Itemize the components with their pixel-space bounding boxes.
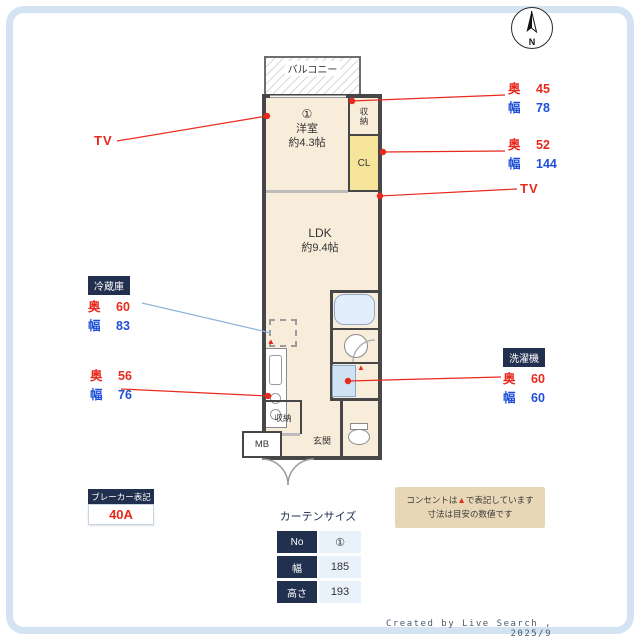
fridge-title: 冷蔵庫: [88, 276, 130, 295]
dim-width-value: 76: [118, 388, 132, 402]
footer-credit: Created by Live Search , 2025/9: [385, 619, 552, 639]
entrance-label: 玄関: [312, 436, 331, 446]
curtain-row-label: 幅: [277, 556, 317, 578]
notes-line-1: コンセントは▲で表記しています: [401, 493, 539, 507]
dim-depth-value: 60: [116, 300, 130, 314]
dim-width-label: 幅: [508, 157, 521, 171]
dim-depth-label: 奥: [90, 369, 103, 383]
stove-burner: [270, 409, 281, 420]
dim-depth-value: 60: [531, 372, 545, 386]
toilet-wall: [340, 400, 343, 456]
balcony-label: バルコニー: [284, 61, 341, 76]
room-number-badge: ①: [301, 107, 313, 121]
mb-label: MB: [254, 439, 270, 450]
closet-top-label: 収納: [359, 106, 369, 126]
notes-line1-post: で表記しています: [465, 495, 534, 505]
vanity-sink: [344, 334, 368, 358]
mb-box: MB: [242, 431, 282, 458]
washer-title: 洗濯機: [503, 348, 545, 367]
ldk-size: 約9.4帖: [301, 242, 339, 254]
notes-line1-pre: コンセントは: [406, 495, 458, 505]
bathroom-wall: [332, 328, 378, 330]
sliding-door: [266, 190, 348, 193]
outlet-marker-icon: ▲: [457, 495, 466, 505]
bathroom-wall: [330, 290, 333, 400]
curtain-row: 高さ 193: [277, 581, 361, 603]
tv-annotation-right: TV: [520, 181, 539, 196]
closet-cl: CL: [348, 136, 378, 192]
curtain-row-value: ①: [319, 531, 361, 553]
curtain-table: No ① 幅 185 高さ 193: [277, 531, 361, 606]
dim-depth-label: 奥: [508, 138, 521, 152]
curtain-row-value: 193: [319, 581, 361, 603]
curtain-size-title: カーテンサイズ: [279, 511, 357, 523]
curtain-row: 幅 185: [277, 556, 361, 578]
dim-depth-value: 56: [118, 369, 132, 383]
western-room-name: 洋室: [296, 123, 318, 135]
compass: N: [511, 7, 553, 49]
toilet: [348, 429, 370, 445]
storage-sliding-door: [268, 433, 300, 436]
dim-width-value: 78: [536, 101, 550, 115]
dim-width-value: 144: [536, 157, 557, 171]
fridge-annotation: 冷蔵庫 奥 60 幅 83: [88, 276, 142, 336]
closet-top: 収納: [348, 98, 378, 136]
cl-label: CL: [357, 157, 371, 169]
notes-line-2: 寸法は目安の数値です: [427, 509, 513, 519]
closet-dim-annotation: 奥 45 幅 78: [508, 80, 562, 118]
dim-width-label: 幅: [503, 391, 516, 405]
page-frame: [6, 6, 634, 634]
balcony-window: [270, 95, 346, 98]
breaker-title: ブレーカー表記: [88, 489, 154, 504]
unit-outline: 収納 CL ① 洋室 約4.3帖 LDK 約9.4帖 ▲ ▲ 収納 玄関: [262, 94, 382, 460]
dim-depth-label: 奥: [503, 372, 516, 386]
bathroom-wall: [330, 290, 378, 293]
dim-depth-value: 52: [536, 138, 550, 152]
bathroom-wall: [330, 398, 378, 401]
tv-annotation-left: TV: [94, 133, 113, 148]
western-room-labels: ① 洋室 約4.3帖: [266, 106, 348, 150]
curtain-row-value: 185: [319, 556, 361, 578]
ldk-name: LDK: [308, 226, 332, 240]
bathroom-wall: [332, 362, 378, 364]
breaker-value: 40A: [88, 504, 154, 525]
dim-depth-label: 奥: [508, 82, 521, 96]
storage-bottom: 収納: [266, 400, 302, 434]
dim-width-value: 60: [531, 391, 545, 405]
dim-width-label: 幅: [508, 101, 521, 115]
cl-dim-annotation: 奥 52 幅 144: [508, 136, 562, 174]
curtain-row: No ①: [277, 531, 361, 553]
storage-bottom-label: 収納: [274, 413, 292, 423]
dim-depth-value: 45: [536, 82, 550, 96]
compass-needle-icon: [526, 10, 538, 34]
western-room-size: 約4.3帖: [288, 137, 326, 149]
kitchen-sink: [269, 355, 282, 385]
balcony: バルコニー: [264, 56, 361, 96]
dim-width-label: 幅: [90, 388, 103, 402]
dim-width-value: 83: [116, 319, 130, 333]
curtain-row-label: No: [277, 531, 317, 553]
outlet-marker-icon: ▲: [267, 337, 275, 346]
compass-n-label: N: [528, 37, 536, 47]
dim-width-label: 幅: [88, 319, 101, 333]
outlet-marker-icon: ▲: [357, 363, 365, 372]
kitchen-dim-annotation: 奥 56 幅 76: [90, 367, 144, 405]
ldk-labels: LDK 約9.4帖: [274, 226, 366, 255]
washer-annotation: 洗濯機 奥 60 幅 60: [503, 348, 557, 408]
notes-box: コンセントは▲で表記しています 寸法は目安の数値です: [395, 487, 545, 528]
curtain-row-label: 高さ: [277, 581, 317, 603]
bathtub: [334, 294, 375, 325]
dim-depth-label: 奥: [88, 300, 101, 314]
washing-machine: [332, 365, 356, 397]
